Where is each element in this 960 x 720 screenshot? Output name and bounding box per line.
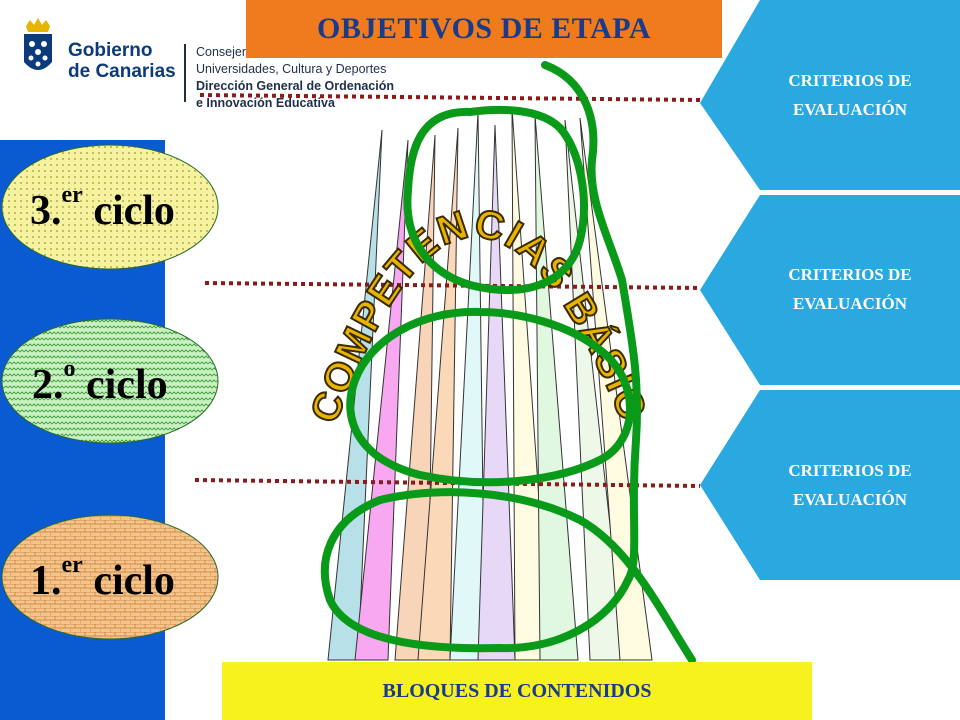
ellipse-segundo-ciclo xyxy=(1,318,219,444)
pencils-group xyxy=(327,107,653,661)
consejeria-text: Consejer Universidades, Cultura y Deport… xyxy=(196,44,394,112)
logo-line1: Gobierno xyxy=(68,40,153,61)
criterio-3-line1: CRITERIOS DE xyxy=(788,461,912,480)
pencil-8 xyxy=(534,114,579,661)
ciclo-word: ciclo xyxy=(93,188,175,234)
criterio-label-3: CRITERIOS DE EVALUACIÓN xyxy=(745,456,955,514)
criterio-1-line1: CRITERIOS DE xyxy=(788,71,912,90)
bloques-banner: BLOQUES DE CONTENIDOS xyxy=(222,662,812,720)
green-loops xyxy=(320,61,696,664)
ciclo-sup: er xyxy=(61,552,83,578)
logo-line2: de Canarias xyxy=(68,61,176,82)
consejeria-line2: Universidades, Cultura y Deportes xyxy=(196,62,387,76)
crest-icon xyxy=(24,18,52,70)
logo-divider xyxy=(184,44,186,102)
criterio-1-line2: EVALUACIÓN xyxy=(793,100,907,119)
primer-ciclo-label: 1.er ciclo xyxy=(30,552,175,605)
criterio-arrow-3 xyxy=(700,390,960,580)
ciclo-num: 1. xyxy=(30,558,62,604)
ciclo-sup: er xyxy=(61,182,83,208)
criterio-arrow-2 xyxy=(700,195,960,385)
criterio-3-line2: EVALUACIÓN xyxy=(793,490,907,509)
ciclo-word: ciclo xyxy=(86,362,168,408)
pencil-4 xyxy=(417,127,459,661)
dotted-lines xyxy=(194,93,701,488)
criterio-label-1: CRITERIOS DE EVALUACIÓN xyxy=(745,66,955,124)
criterio-arrow-1 xyxy=(700,0,960,190)
criterio-2-line1: CRITERIOS DE xyxy=(788,265,912,284)
direccion-line1: Dirección General de Ordenación xyxy=(196,79,394,93)
segundo-ciclo-label: 2.o ciclo xyxy=(32,356,168,409)
pencil-3 xyxy=(394,134,436,661)
pencil-5 xyxy=(449,111,486,661)
ciclo-num: 2. xyxy=(32,362,64,408)
ellipse-tercer-ciclo xyxy=(1,144,219,270)
criterio-2-line2: EVALUACIÓN xyxy=(793,294,907,313)
tercer-ciclo-label: 3.er ciclo xyxy=(30,182,175,235)
gobierno-logo xyxy=(14,18,184,90)
logo-text: Gobierno de Canarias xyxy=(68,40,176,82)
ciclo-sup: o xyxy=(63,356,76,382)
consejeria-line1: Consejer xyxy=(196,45,247,59)
objetivos-banner: OBJETIVOS DE ETAPA xyxy=(246,0,722,58)
pencil-2 xyxy=(354,139,409,661)
ciclo-word: ciclo xyxy=(93,558,175,604)
ellipse-primer-ciclo xyxy=(1,514,219,640)
pencil-6 xyxy=(477,124,516,661)
ciclo-num: 3. xyxy=(30,188,62,234)
criterio-label-2: CRITERIOS DE EVALUACIÓN xyxy=(745,260,955,318)
direccion-line2: e Innovación Educativa xyxy=(196,96,335,110)
criterios-arrows xyxy=(700,0,960,580)
